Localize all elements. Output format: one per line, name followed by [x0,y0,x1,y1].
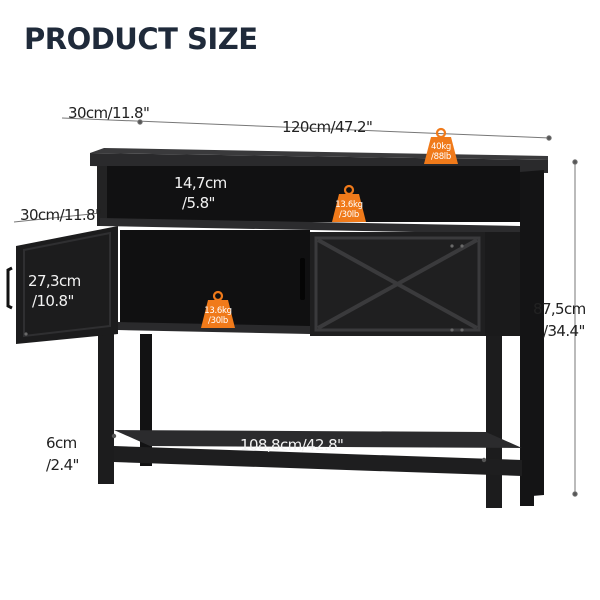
top-weight-lb: /88lb [431,152,451,162]
hinge-dot [24,332,28,336]
total-height-endpoint [572,159,578,165]
leg-height-label-in: /2.4" [46,456,79,474]
hinge-dots [450,244,464,332]
shelf-weight-lb: /30lb [339,210,359,220]
hinge-dot [460,244,464,248]
width-line-endpoint [546,135,552,141]
front-right-leg [486,336,502,508]
bottom-width-label: 108,8cm/42.8" [240,436,344,454]
cabinet-weight-badge: 13.6kg /30lb [198,306,238,326]
door-depth-label: 30cm/11.8" [20,206,102,224]
bottom-shelf-endpoint [481,457,487,463]
width-line-endpoint [137,119,143,125]
total-height-endpoint [572,491,578,497]
leg-height-label-cm: 6cm [46,434,77,452]
shelf-weight-badge: 13.6kg /30lb [329,200,369,220]
barn-door-brace [317,238,478,330]
width-dimension-label: 120cm/47.2" [282,118,373,136]
hinge-dot [450,244,454,248]
middle-shelf [100,218,520,234]
weight-icon [424,127,458,164]
cabinet-right-side [485,232,520,336]
barn-door-frame [314,236,481,332]
back-right-leg [520,336,534,506]
shelf-height-label-in: /5.8" [182,194,215,212]
left-side-panel [97,166,107,226]
open-door [16,226,118,344]
open-door-panel [23,231,111,338]
width-line [61,117,551,139]
door-height-label-cm: 27,3cm [28,272,81,290]
bottom-shelf-front [114,446,522,476]
shelf-height-label-cm: 14,7cm [174,174,227,192]
cabinet-weight-kg: 13.6kg [204,306,232,316]
bottom-shelf [114,430,522,448]
page-title: PRODUCT SIZE [24,22,258,56]
open-shelf-back [100,166,520,222]
open-door-handle[interactable] [6,266,13,310]
depth-dimension-label: 30cm/11.8" [68,104,150,122]
total-height-label-in: /34.4" [543,322,585,340]
weight-icon [332,184,366,222]
door-handle[interactable] [300,258,305,300]
front-left-leg [98,334,114,484]
shelf-weight-kg: 13.6kg [335,200,363,210]
door-height-label-in: /10.8" [32,292,74,310]
console-table [6,148,548,508]
hinge-dot [460,328,464,332]
total-height-label-cm: 87,5cm [533,300,586,318]
top-weight-badge: 40kg /88lb [423,142,459,162]
cabinet-weight-lb: /30lb [208,316,228,326]
door-depth-line [13,211,111,223]
hinge-dot [450,328,454,332]
back-left-leg [140,334,152,466]
bottom-shelf-endpoint [111,433,117,439]
weight-icon [201,290,235,328]
top-weight-kg: 40kg [431,142,451,152]
